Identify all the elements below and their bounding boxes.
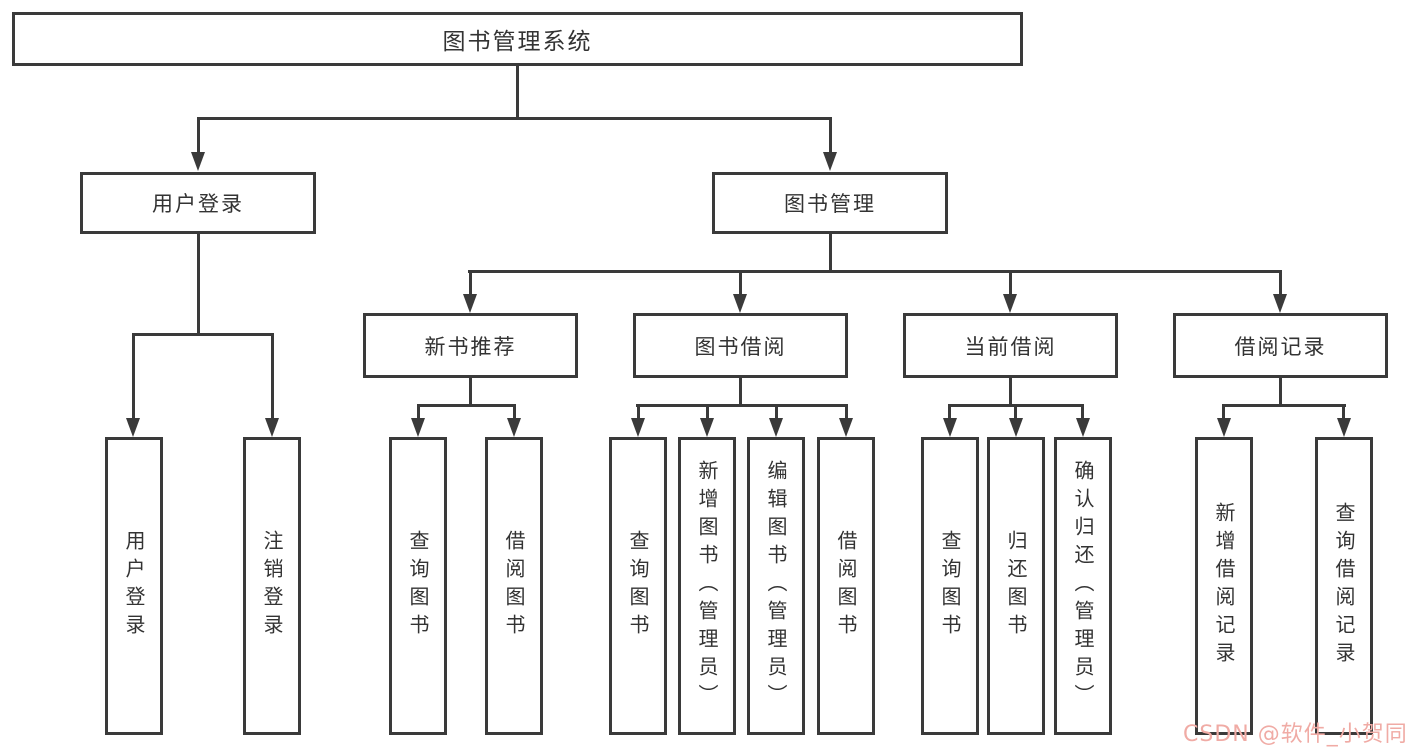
csdn-watermark: CSDN @软件_小贺同学 — [1183, 722, 1405, 747]
connector-line — [1009, 376, 1012, 407]
arrow-down-icon — [1217, 418, 1231, 437]
node-book-borrowing: 图书借阅 — [633, 313, 848, 378]
connector-line — [1009, 270, 1012, 296]
arrow-down-icon — [1076, 418, 1090, 437]
arrow-down-icon — [700, 418, 714, 437]
connector-line — [197, 117, 200, 153]
arrow-down-icon — [631, 418, 645, 437]
connector-line — [468, 270, 1282, 273]
arrow-down-icon — [1337, 418, 1351, 437]
connector-line — [516, 64, 519, 119]
node-book-management: 图书管理 — [712, 172, 948, 234]
leaf-borrow-books: 借阅图书 — [817, 437, 875, 735]
leaf-edit-book-admin: 编辑图书（管理员） — [747, 437, 805, 735]
connector-line — [132, 333, 135, 419]
connector-line — [1342, 404, 1345, 420]
connector-line — [1222, 404, 1225, 420]
connector-line — [271, 333, 274, 419]
connector-line — [948, 404, 951, 420]
node-current-borrowing: 当前借阅 — [903, 313, 1118, 378]
connector-line — [1222, 404, 1346, 407]
arrow-down-icon — [823, 152, 837, 171]
connector-line — [706, 404, 709, 420]
arrow-down-icon — [265, 418, 279, 437]
arrow-down-icon — [1003, 294, 1017, 313]
connector-line — [1279, 376, 1282, 407]
connector-line — [845, 404, 848, 420]
leaf-borrow-books-recommend: 借阅图书 — [485, 437, 543, 735]
leaf-user-login: 用户登录 — [105, 437, 163, 735]
arrow-down-icon — [943, 418, 957, 437]
node-user-login: 用户登录 — [80, 172, 316, 234]
arrow-down-icon — [191, 152, 205, 171]
connector-line — [1014, 404, 1017, 420]
connector-line — [775, 404, 778, 420]
arrow-down-icon — [1273, 294, 1287, 313]
connector-line — [829, 117, 832, 153]
arrow-down-icon — [411, 418, 425, 437]
connector-line — [197, 117, 832, 120]
connector-line — [417, 404, 420, 420]
node-new-book-recommend: 新书推荐 — [363, 313, 578, 378]
leaf-query-borrow-record: 查询借阅记录 — [1315, 437, 1373, 735]
leaf-add-book-admin: 新增图书（管理员） — [678, 437, 736, 735]
arrow-down-icon — [507, 418, 521, 437]
connector-line — [469, 376, 472, 407]
arrow-down-icon — [126, 418, 140, 437]
connector-line — [636, 404, 847, 407]
leaf-query-books-borrowing: 查询图书 — [609, 437, 667, 735]
arrow-down-icon — [1009, 418, 1023, 437]
leaf-return-books: 归还图书 — [987, 437, 1045, 735]
arrow-down-icon — [769, 418, 783, 437]
connector-line — [197, 232, 200, 336]
leaf-query-books-current: 查询图书 — [921, 437, 979, 735]
arrow-down-icon — [463, 294, 477, 313]
connector-line — [829, 232, 832, 273]
arrow-down-icon — [733, 294, 747, 313]
leaf-query-books-recommend: 查询图书 — [389, 437, 447, 735]
arrow-down-icon — [839, 418, 853, 437]
connector-line — [513, 404, 516, 420]
leaf-add-borrow-record: 新增借阅记录 — [1195, 437, 1253, 735]
leaf-logout: 注销登录 — [243, 437, 301, 735]
connector-line — [739, 376, 742, 407]
leaf-confirm-return-admin: 确认归还（管理员） — [1054, 437, 1112, 735]
node-library-management-system: 图书管理系统 — [12, 12, 1023, 66]
connector-line — [739, 270, 742, 296]
node-borrow-records: 借阅记录 — [1173, 313, 1388, 378]
connector-line — [417, 404, 516, 407]
connector-line — [469, 270, 472, 296]
connector-line — [1081, 404, 1084, 420]
connector-line — [132, 333, 274, 336]
connector-line — [1279, 270, 1282, 296]
connector-line — [637, 404, 640, 420]
